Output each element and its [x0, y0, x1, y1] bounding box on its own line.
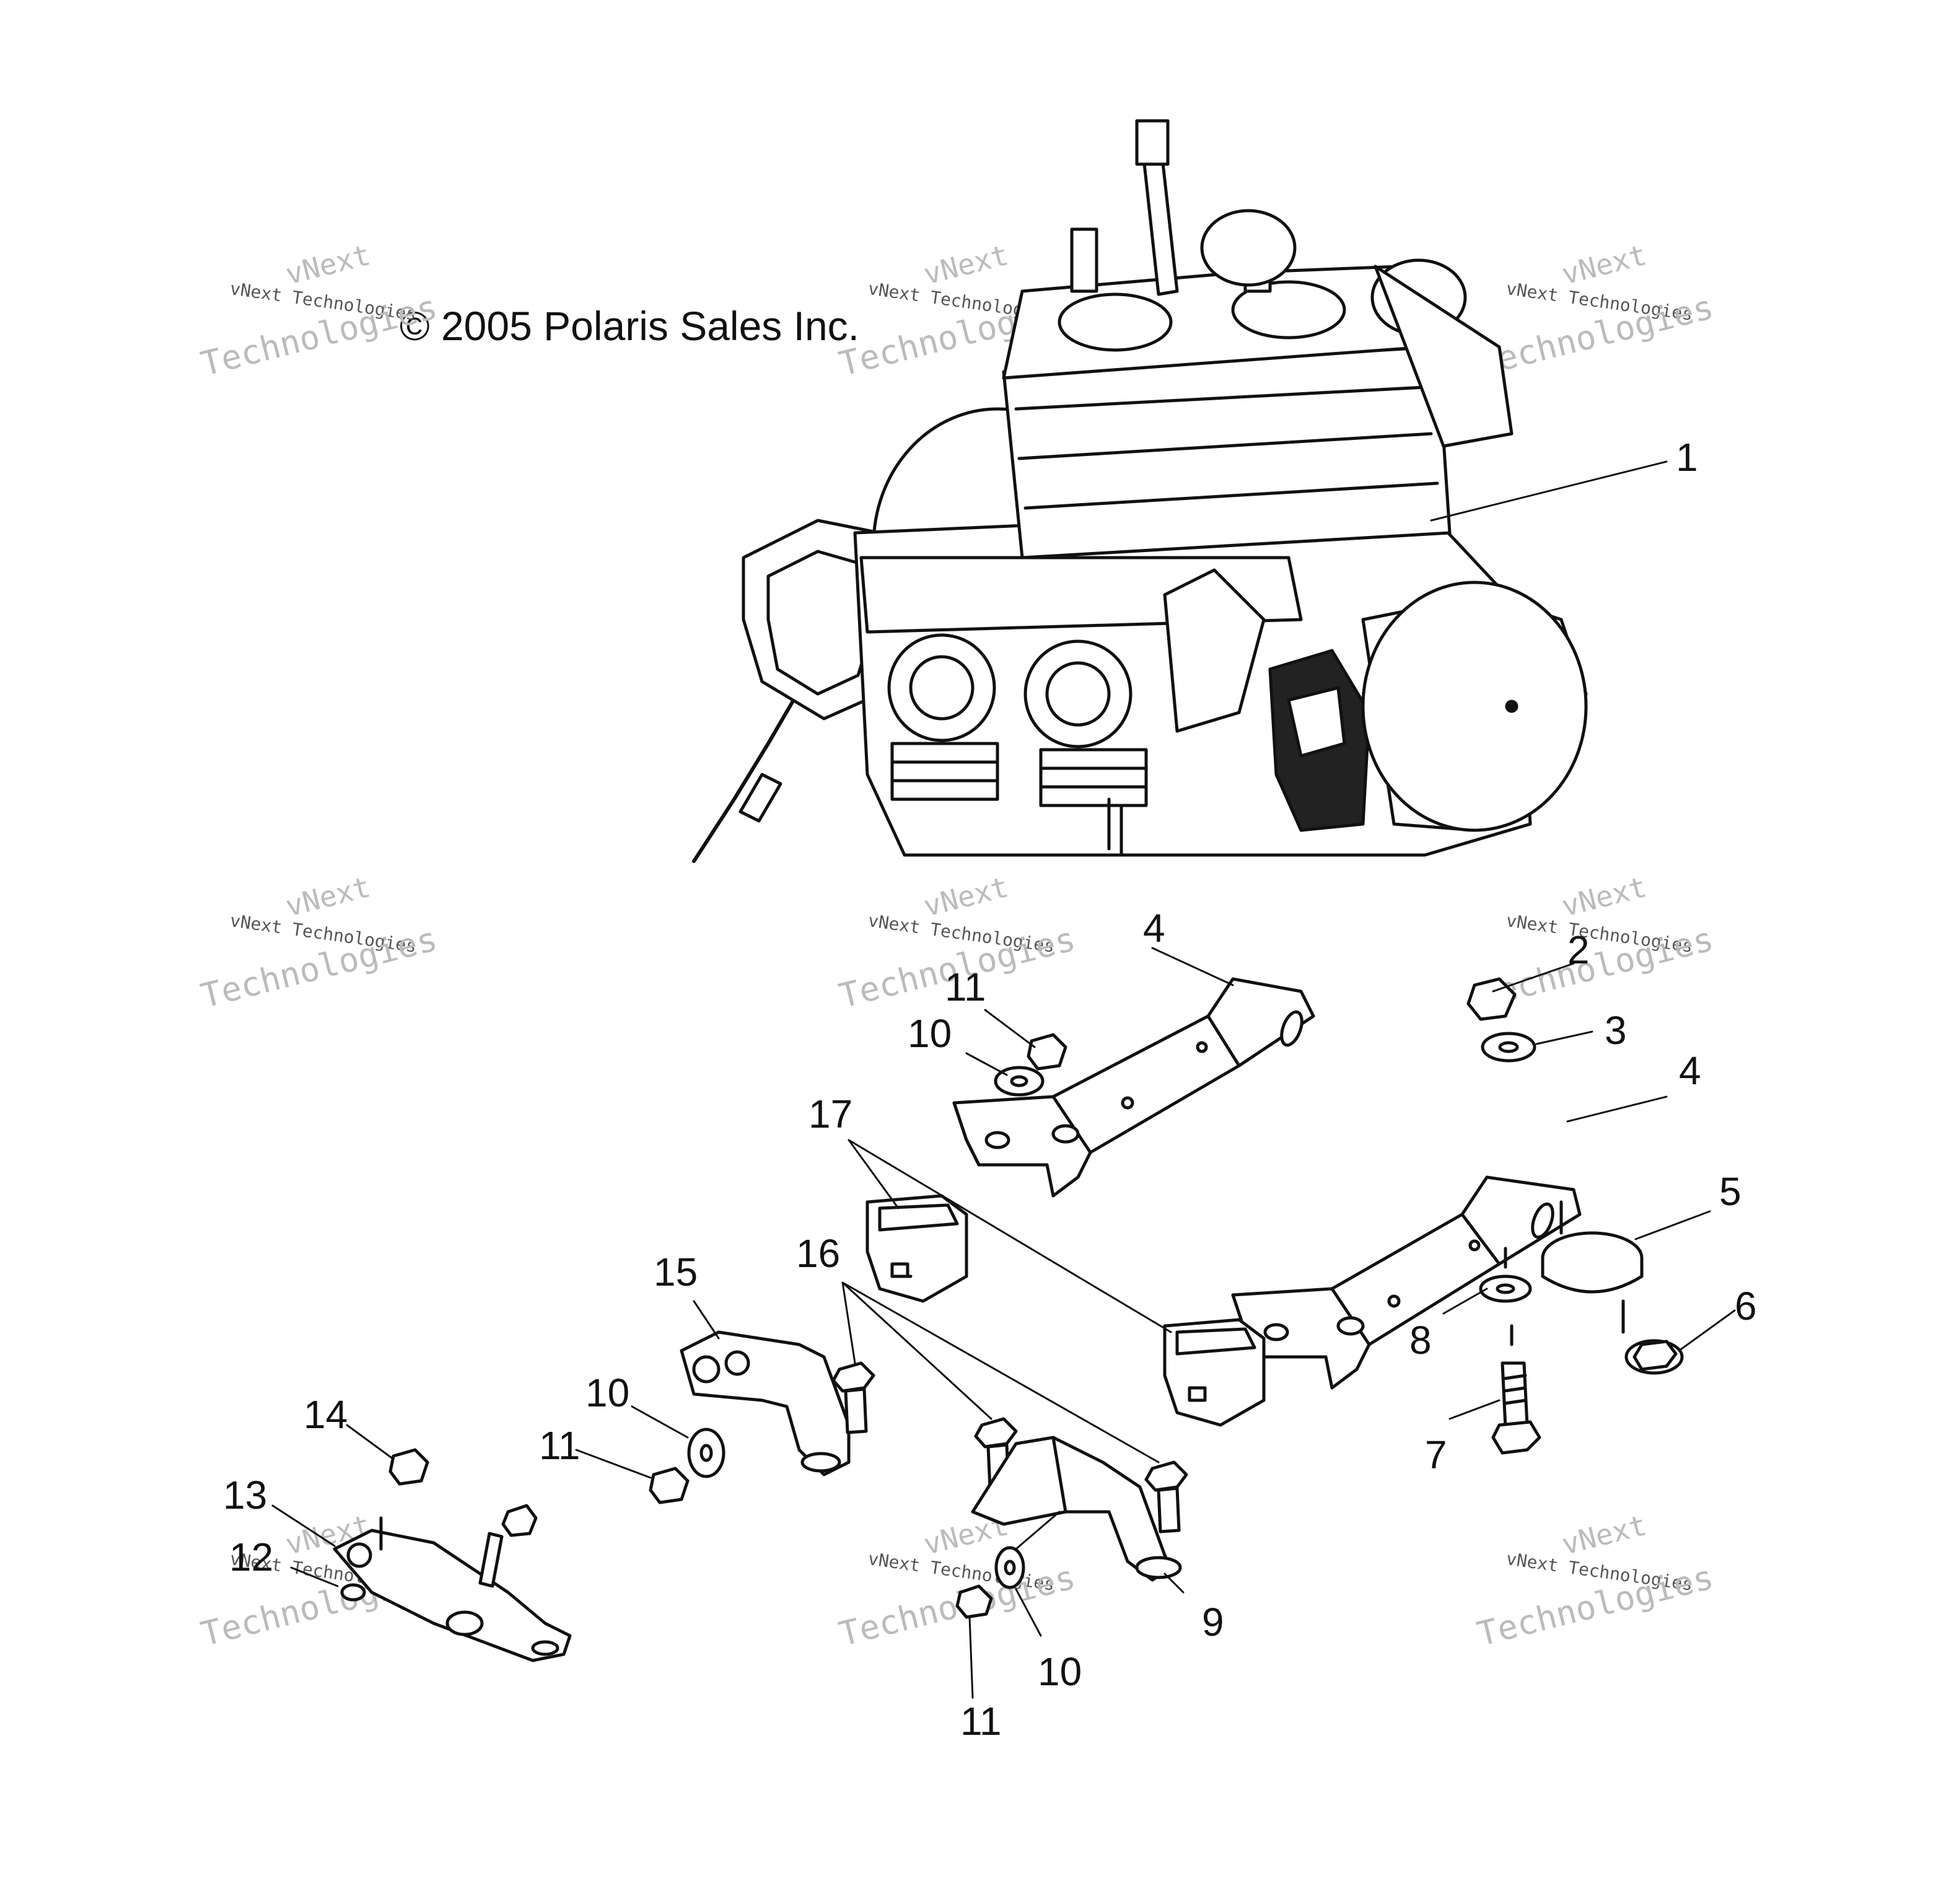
callout-6: 6: [1735, 1284, 1757, 1328]
callout-2: 2: [1567, 928, 1590, 972]
rubber-block-17b: [1163, 1318, 1266, 1427]
nut-11-bottom: [955, 1584, 993, 1619]
callout-5: 5: [1719, 1169, 1742, 1214]
hex-nut-2: [1466, 977, 1517, 1021]
rubber-mount-5: [1541, 1200, 1644, 1334]
bracket-hole: [984, 1131, 1010, 1149]
callout-14: 14: [304, 1392, 348, 1437]
copyright-notice: © 2005 Polaris Sales Inc.: [400, 303, 860, 349]
callout-17: 17: [808, 1092, 852, 1136]
callout-11-mid: 11: [539, 1423, 580, 1468]
callout-16: 16: [796, 1231, 840, 1276]
reed-block-1: [890, 742, 999, 801]
rubber-block-17a: [865, 1194, 968, 1303]
callout-12: 12: [229, 1535, 273, 1579]
bracket-13: [333, 1504, 572, 1662]
callout-9: 9: [1202, 1600, 1224, 1644]
callout-10-bottom: 10: [1038, 1649, 1082, 1694]
bracket-slot: [1280, 1010, 1303, 1047]
head-dome-2: [1231, 280, 1346, 340]
bolt-16c: [1144, 1460, 1188, 1533]
engine-assembly: [692, 119, 1588, 863]
callout-4-lower: 4: [1679, 1048, 1701, 1093]
callout-3: 3: [1605, 1008, 1627, 1053]
bolt-16a: [831, 1361, 875, 1434]
exhaust-valve-1: [1200, 209, 1297, 287]
bracket-15: [680, 1330, 851, 1476]
recoil-housing-inner: [766, 550, 875, 696]
oil-pump: [1163, 568, 1266, 733]
callout-8: 8: [1409, 1318, 1432, 1362]
stator-cover: [1361, 581, 1588, 832]
nut-11-mid: [649, 1467, 690, 1504]
sensor-plug: [1135, 119, 1170, 166]
callout-4-upper: 4: [1143, 906, 1165, 950]
bracket-hole: [1336, 1316, 1365, 1336]
spark-plug-1: [1070, 227, 1098, 293]
nut-11-top: [1027, 1033, 1067, 1071]
callout-7: 7: [1425, 1432, 1447, 1477]
callout-10-mid: 10: [585, 1371, 629, 1415]
leader-lines: [271, 460, 1736, 1699]
bracket-hole: [1051, 1124, 1080, 1144]
intake-port-2: [1023, 639, 1133, 748]
callout-11-top: 11: [945, 965, 986, 1009]
callout-labels: 1 2 3 4 4 5 6 7 8 9 10 10 10 11 11 11 12…: [223, 435, 1757, 1744]
callout-13: 13: [223, 1473, 267, 1517]
washer-12: [340, 1583, 366, 1602]
callout-11-bottom: 11: [960, 1699, 1001, 1744]
nut-13: [501, 1504, 538, 1537]
intake-port-1: [887, 633, 996, 742]
bracket-hole: [1263, 1323, 1289, 1341]
bolt-7: [1491, 1324, 1541, 1455]
bracket-9: [971, 1436, 1182, 1582]
cable-sleeve: [738, 773, 782, 823]
callout-15: 15: [654, 1250, 698, 1294]
exhaust-valve-body: [1374, 265, 1514, 448]
head-dome-1: [1058, 292, 1173, 352]
nut-14: [388, 1448, 429, 1486]
cylinder-block: [1002, 345, 1452, 559]
engine-bracket-upper: [952, 977, 1315, 1198]
reed-block-2: [1039, 748, 1148, 807]
callout-1: 1: [1676, 435, 1698, 480]
bracket-slot: [1531, 1202, 1554, 1239]
callout-10-top: 10: [908, 1011, 952, 1056]
